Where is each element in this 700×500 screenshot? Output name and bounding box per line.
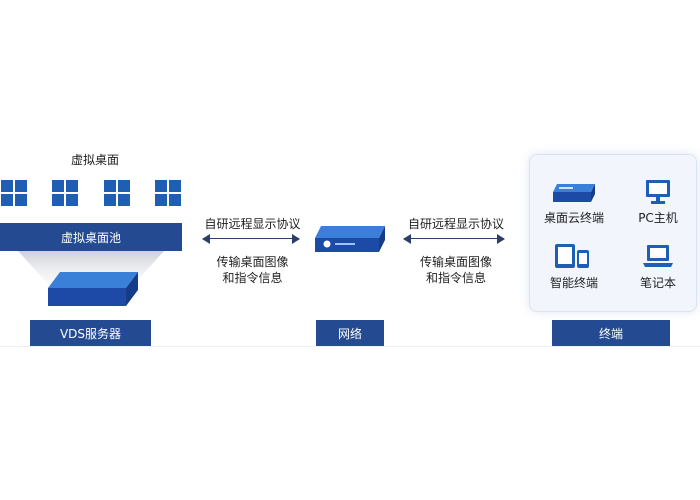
left-info-line1: 传输桌面图像: [216, 255, 289, 269]
left-protocol-label: 自研远程显示协议: [204, 217, 301, 231]
right-protocol-label: 自研远程显示协议: [407, 217, 504, 231]
thin-client-icon: [553, 184, 595, 202]
windows-icon: [155, 180, 181, 206]
terminal-label: 终端: [552, 320, 670, 346]
server-device-icon: [48, 272, 138, 306]
terminal-item-smart: 智能终端: [549, 276, 598, 290]
terminal-item-thin-client: 桌面云终端: [543, 211, 604, 225]
divider: [0, 346, 700, 347]
terminal-item-pc: PC主机: [638, 211, 678, 225]
windows-icon: [52, 180, 78, 206]
left-info-line2: 和指令信息: [222, 271, 283, 285]
network-label: 网络: [316, 320, 384, 346]
right-bidirectional-arrow: [403, 234, 505, 244]
vds-server-label: VDS服务器: [30, 320, 151, 346]
terminal-item-laptop: 笔记本: [639, 276, 676, 290]
right-info-line2: 和指令信息: [425, 271, 486, 285]
smart-devices-icon: [555, 244, 589, 268]
virtual-desktop-pool-bar: 虚拟桌面池: [0, 223, 182, 251]
windows-icon: [104, 180, 130, 206]
laptop-icon: [643, 245, 673, 267]
windows-icon: [1, 180, 27, 206]
pc-icon: [646, 180, 670, 204]
left-bidirectional-arrow: [202, 234, 300, 244]
right-info-line1: 传输桌面图像: [419, 255, 492, 269]
virtual-desktop-label: 虚拟桌面: [70, 153, 119, 167]
network-device-icon: [315, 226, 385, 252]
